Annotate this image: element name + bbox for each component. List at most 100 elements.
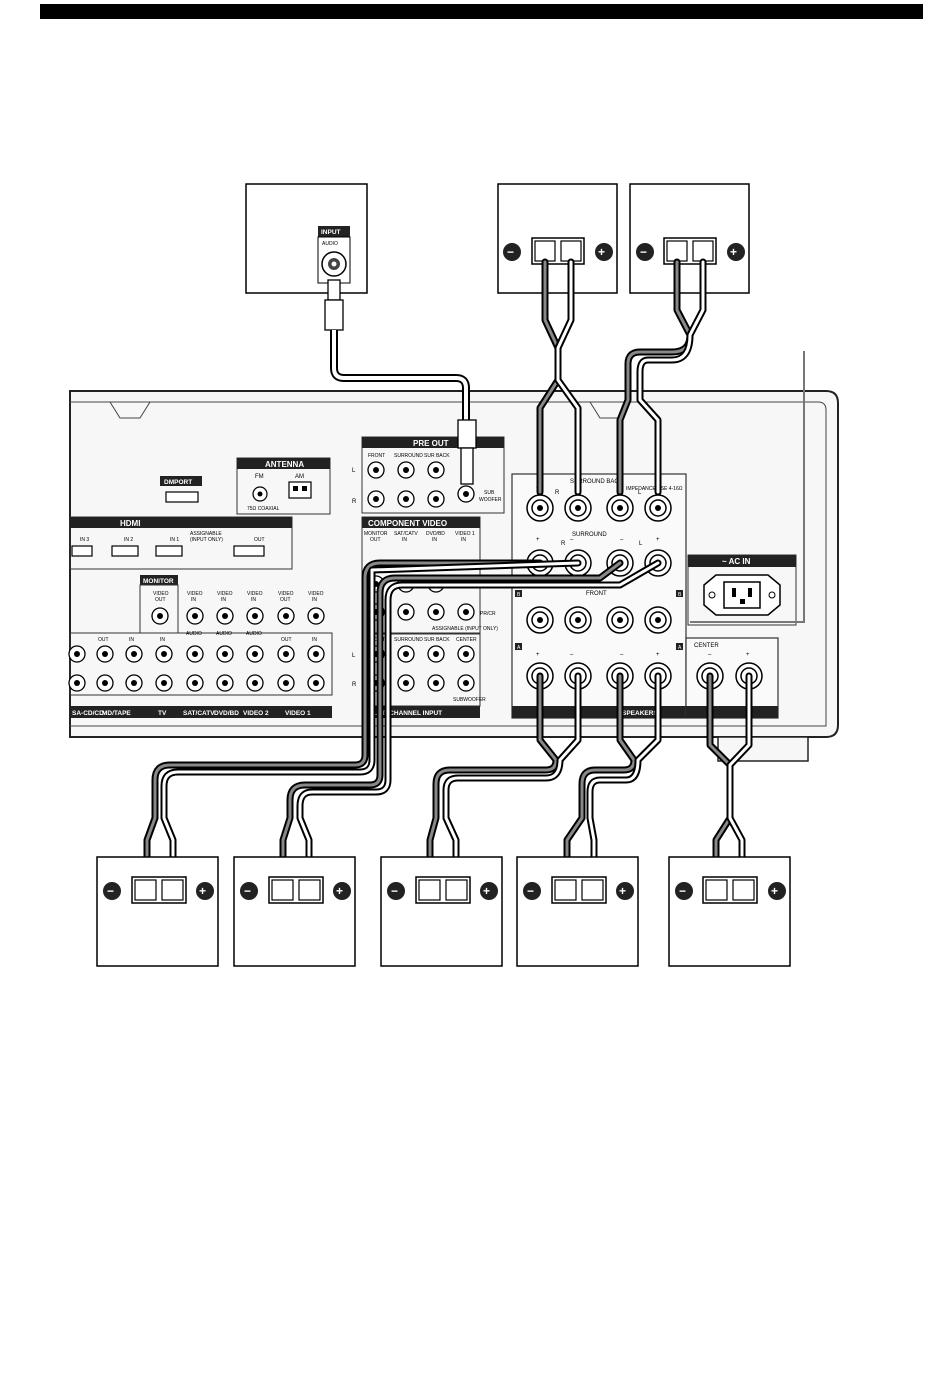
pre-out-block: PRE OUT FRONT SURROUND SUR BACK L R SUB …: [352, 436, 505, 514]
antenna-block: ANTENNA FM 75Ω COAXIAL AM: [236, 457, 331, 515]
cv-dvdbd-label: DVD/BD: [426, 531, 445, 537]
sat-video-label: VIDEO: [187, 591, 203, 597]
fr-plus-symbol: +: [483, 884, 490, 898]
monitor-video-label: VIDEO: [153, 591, 169, 597]
tv-label: TV: [158, 710, 167, 717]
pre-out-title: PRE OUT: [413, 439, 449, 448]
am-terminal[interactable]: [288, 481, 312, 499]
speaker-front-right: − +: [380, 856, 503, 967]
dmport-block: DMPORT: [160, 476, 202, 503]
speaker-wires: [143, 258, 753, 884]
hdmi-block: HDMI IN 3 IN 2 IN 1 ASSIGNABLE (INPUT ON…: [69, 516, 293, 570]
sat-audio-label: AUDIO: [186, 631, 202, 637]
cv-prcr-label: PR/CR: [480, 611, 496, 617]
surround-back-label: SURROUND BACK: [570, 479, 623, 485]
center-label: CENTER: [694, 643, 719, 649]
fa-plus-1: +: [536, 652, 540, 658]
sbl-minus-symbol: −: [640, 245, 647, 259]
fa-minus-1: –: [570, 652, 574, 658]
satcatv-label: SAT/CATV: [183, 710, 215, 717]
pre-out-surround-label: SURROUND: [394, 453, 423, 459]
impedance-label: IMPEDANCE USE 4-16Ω: [626, 486, 683, 492]
hdmi-in2-port[interactable]: [111, 545, 139, 557]
cv-monitor-label: MONITOR: [364, 531, 388, 537]
hdmi-out-label: OUT: [254, 537, 265, 543]
ac-inlet-block: ~ AC IN: [687, 554, 797, 626]
fm-label: FM: [255, 474, 264, 480]
center-plus-label: +: [746, 652, 750, 658]
dvd-video-label: VIDEO: [217, 591, 233, 597]
md-in-label: IN: [129, 637, 134, 643]
center-terminal-block: CENTER – +: [685, 637, 779, 719]
speaker-front-left: − +: [516, 856, 639, 967]
pre-out-front-label: FRONT: [368, 453, 385, 459]
hdmi-in1-label: IN 1: [170, 537, 179, 543]
fr-minus-symbol: −: [391, 884, 398, 898]
mc-surback-label: SUR BACK: [424, 637, 450, 643]
subwoofer-cable: [324, 279, 477, 485]
speaker-surround-back-left: − +: [629, 183, 750, 294]
fa-plus-2: +: [656, 652, 660, 658]
sur-plus-1: +: [536, 537, 540, 543]
speaker-center: − +: [668, 856, 791, 967]
sr-plus-symbol: +: [199, 884, 206, 898]
speakers-title: SPEAKERS: [622, 710, 658, 717]
front-b-right-label: B: [678, 592, 682, 598]
mc-subwoofer-label: SUBWOOFER: [453, 697, 486, 703]
pre-out-r-label: R: [352, 499, 357, 505]
sbr-minus-symbol: −: [507, 245, 514, 259]
monitor-out-label: OUT: [155, 597, 166, 603]
sbr-plus-symbol: +: [598, 245, 605, 259]
dvdbd-label: DVD/BD: [214, 710, 239, 717]
pre-out-woofer-label: WOOFER: [479, 497, 502, 503]
dmport-connector[interactable]: [165, 491, 199, 503]
multi-channel-title: MULTI CHANNEL INPUT: [368, 710, 442, 717]
mdtape-label: MD/TAPE: [102, 710, 131, 717]
mc-surround-label: SURROUND: [394, 637, 423, 643]
video1-label: VIDEO 1: [285, 710, 311, 717]
ac-in-label: ~ AC IN: [722, 557, 751, 566]
sb-l-label: L: [638, 490, 642, 496]
jack-grid: [68, 607, 325, 692]
front-b-left-label: B: [517, 592, 521, 598]
hdmi-title: HDMI: [120, 519, 140, 528]
mc-l-label: L: [352, 653, 356, 659]
subwoofer-unit: INPUT AUDIO: [245, 183, 368, 294]
sr-minus-symbol: −: [107, 884, 114, 898]
sb-r-label: R: [555, 490, 560, 496]
mc-center-label: CENTER: [456, 637, 477, 643]
sur-l-label: L: [639, 541, 643, 547]
pre-out-l-label: L: [352, 468, 356, 474]
v1-video-out-label: VIDEO: [278, 591, 294, 597]
subwoofer-input-label: INPUT: [321, 229, 341, 236]
v1-in-label: IN: [312, 597, 317, 603]
dmport-label: DMPORT: [164, 479, 192, 486]
hdmi-in3-port[interactable]: [71, 545, 93, 557]
tv-in-label: IN: [160, 637, 165, 643]
fm-note: 75Ω COAXIAL: [247, 506, 280, 512]
callout-line: [690, 351, 805, 623]
subwoofer-audio-label: AUDIO: [322, 241, 338, 247]
center-minus-label: –: [708, 652, 712, 658]
sl-plus-symbol: +: [336, 884, 343, 898]
cv-dvdbd-in-label: IN: [432, 537, 437, 543]
cv-video1-in-label: IN: [461, 537, 466, 543]
front-a-right-label: A: [678, 645, 682, 651]
front-a-left-label: A: [517, 645, 521, 651]
hdmi-out-port[interactable]: [233, 545, 265, 557]
v1-audio-in-label: IN: [312, 637, 317, 643]
dvd-video-in-label: IN: [221, 597, 226, 603]
c-plus-symbol: +: [771, 884, 778, 898]
dvd-audio-label: AUDIO: [216, 631, 232, 637]
cv-satcatv-label: SAT/CATV: [394, 531, 418, 537]
header-bar: [40, 4, 923, 19]
component-video-title: COMPONENT VIDEO: [368, 519, 447, 528]
hdmi-assignable-note: (INPUT ONLY): [190, 537, 223, 543]
hdmi-in1-port[interactable]: [155, 545, 183, 557]
hdmi-in3-label: IN 3: [80, 537, 89, 543]
md-out-label: OUT: [98, 637, 109, 643]
cv-assignable-label: ASSIGNABLE (INPUT ONLY): [432, 626, 498, 632]
am-label: AM: [295, 474, 304, 480]
mc-r-label: R: [352, 682, 357, 688]
